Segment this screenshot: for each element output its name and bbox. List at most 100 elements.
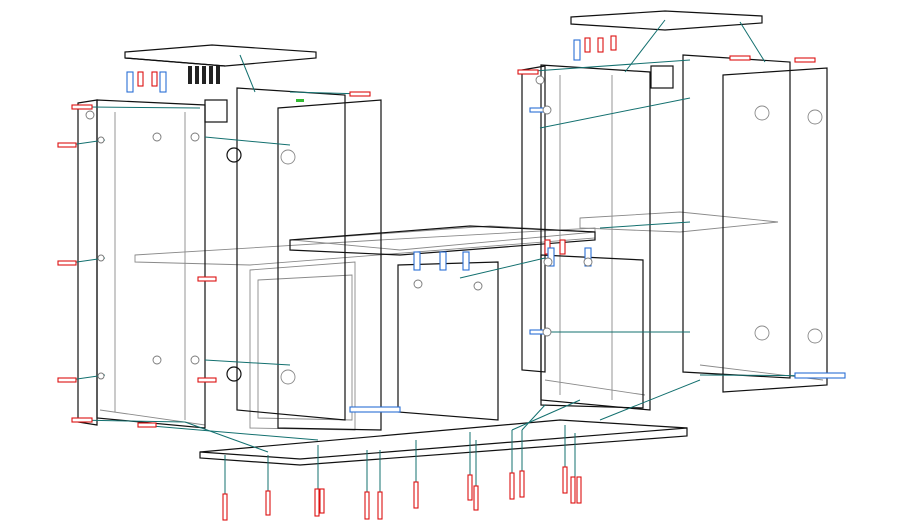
assembly-line xyxy=(539,97,691,129)
board-edge xyxy=(124,57,226,67)
screw xyxy=(559,239,566,255)
connector xyxy=(126,71,134,93)
screw xyxy=(570,476,576,504)
screw xyxy=(562,466,568,494)
assembly-line xyxy=(89,106,201,109)
hinge-right xyxy=(650,65,674,89)
hinge-cup xyxy=(226,147,242,163)
screw xyxy=(137,422,157,428)
assembly-lines xyxy=(69,19,846,495)
hidden-edges xyxy=(99,75,824,431)
hole xyxy=(190,132,200,142)
screw xyxy=(222,493,228,521)
screw xyxy=(597,37,604,53)
connector xyxy=(413,251,421,271)
marker xyxy=(296,99,304,102)
hidden-edge xyxy=(544,379,646,396)
right-lower-panel xyxy=(540,254,644,409)
screw xyxy=(319,488,325,514)
connector xyxy=(439,251,447,271)
assembly-line xyxy=(599,221,691,229)
assembly-line xyxy=(184,421,269,453)
screw xyxy=(151,71,158,87)
connector xyxy=(349,406,401,413)
connectors xyxy=(126,39,846,413)
screw xyxy=(467,474,473,501)
left-top-board xyxy=(124,44,317,67)
hinge-hole xyxy=(280,149,296,165)
middle-front-panel xyxy=(277,99,382,431)
connector xyxy=(462,251,470,271)
inner-back-panel-2 xyxy=(257,274,353,421)
screw xyxy=(610,35,617,51)
connector xyxy=(547,247,555,267)
hole xyxy=(190,355,200,365)
assembly-line xyxy=(511,399,581,431)
connector xyxy=(159,71,167,93)
hinge-hole xyxy=(754,325,770,341)
screw xyxy=(57,260,77,266)
assembly-line xyxy=(139,424,319,441)
inner-back-panel xyxy=(249,261,356,431)
screw xyxy=(57,377,77,383)
assembly-line xyxy=(74,419,186,423)
right-top-board xyxy=(570,10,763,31)
screw xyxy=(519,470,525,498)
right-side-panel xyxy=(521,65,546,373)
screw xyxy=(197,377,217,383)
screw xyxy=(71,417,93,423)
screw xyxy=(509,472,515,500)
connector xyxy=(573,39,581,61)
screw xyxy=(517,69,539,75)
assembly-line xyxy=(459,257,546,279)
dowel xyxy=(195,66,199,84)
screw xyxy=(794,57,816,63)
board-edge xyxy=(299,427,688,460)
right-shelf xyxy=(579,211,779,233)
hinge-hole xyxy=(280,369,296,385)
hole xyxy=(152,355,162,365)
screw xyxy=(364,491,370,520)
screw xyxy=(413,481,419,509)
screw xyxy=(57,142,77,148)
screw xyxy=(377,491,383,520)
hole xyxy=(473,281,483,291)
hole xyxy=(543,257,553,267)
hinge-hole xyxy=(754,105,770,121)
panels xyxy=(77,10,828,466)
hole xyxy=(583,257,593,267)
screw xyxy=(71,104,93,110)
assembly-line xyxy=(739,21,766,63)
screws xyxy=(57,35,816,521)
screw xyxy=(473,485,479,511)
screw xyxy=(584,37,591,53)
screw xyxy=(197,276,217,282)
hinge-hole xyxy=(807,328,823,344)
hole xyxy=(97,136,105,144)
dowel-cluster xyxy=(188,66,220,84)
screw xyxy=(729,55,751,61)
dowel xyxy=(188,66,192,84)
left-side-panel xyxy=(77,99,98,426)
hinge-cup xyxy=(226,366,242,382)
dowel xyxy=(209,66,213,84)
screw xyxy=(314,488,320,517)
far-right-back-panel xyxy=(682,54,791,379)
connector xyxy=(794,372,846,379)
screw xyxy=(137,71,144,87)
hole xyxy=(97,254,105,262)
assembly-line xyxy=(521,404,546,431)
assembly-line xyxy=(204,359,291,366)
assembly-line xyxy=(519,59,691,73)
far-right-front-panel xyxy=(722,67,828,393)
holes xyxy=(85,75,593,380)
screw xyxy=(349,91,371,97)
screw xyxy=(265,490,271,516)
hinge-hole xyxy=(807,109,823,125)
assembly-line xyxy=(239,54,256,93)
left-front-panel xyxy=(96,99,206,429)
hole xyxy=(542,105,552,115)
hole xyxy=(85,110,95,120)
